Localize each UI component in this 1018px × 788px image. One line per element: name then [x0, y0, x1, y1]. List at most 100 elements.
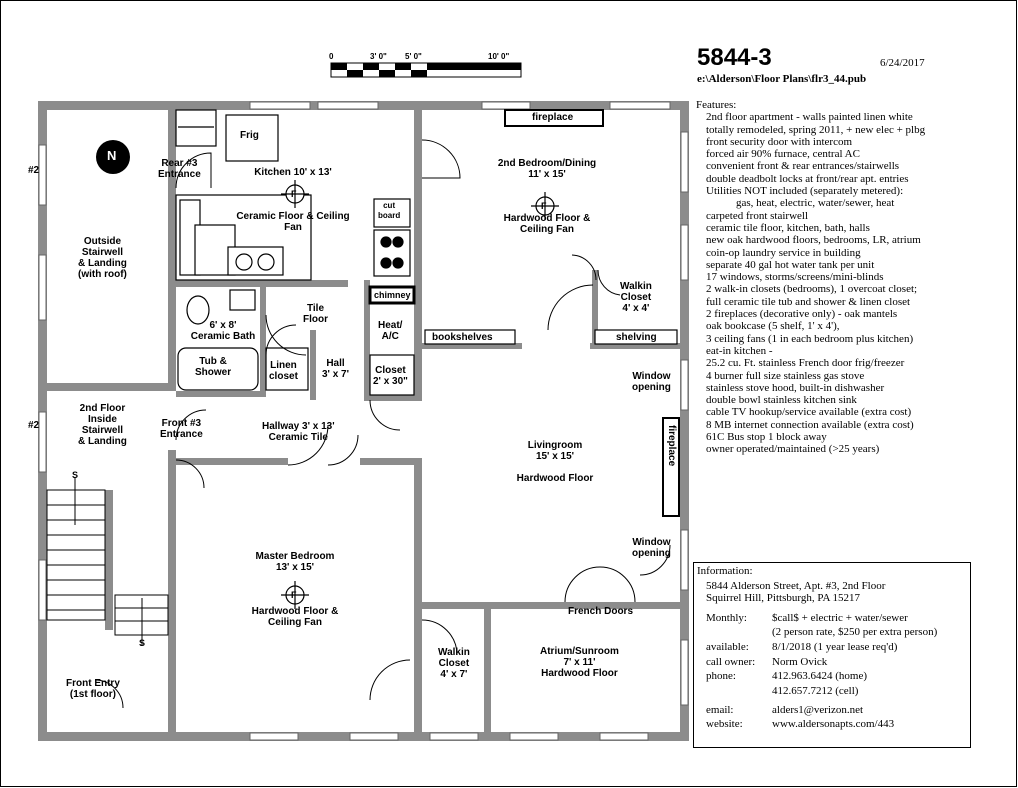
heat-ac-label: Heat/A/C [378, 320, 403, 342]
unit-number-top: #2 [28, 165, 40, 176]
info-value: 412.963.6424 (home) [772, 670, 868, 682]
feature-item: totally remodeled, spring 2011, + new el… [706, 123, 926, 136]
hallway-label: Hallway 3' x 13'Ceramic Tile [262, 421, 335, 443]
counter-top-left [175, 109, 217, 147]
fireplace-side-box [662, 417, 680, 517]
info-value: Norm Ovick [772, 656, 828, 668]
feature-item: convenient front & rear entrances/stairw… [706, 160, 900, 173]
feature-item: 4 burner full size stainless gas stove [706, 369, 865, 382]
fan-letter-kitchen: F [291, 189, 297, 199]
feature-item: 3 ceiling fans (1 in each bedroom plus k… [706, 332, 914, 345]
shelving-label: shelving [616, 332, 657, 343]
fireplace-top-label: fireplace [532, 112, 574, 123]
info-value: (2 person rate, $250 per extra person) [772, 626, 938, 638]
info-value: alders1@verizon.net [772, 704, 864, 716]
feature-item: 25.2 cu. Ft. stainless French door frig/… [706, 357, 905, 370]
toilet [186, 295, 210, 325]
scale-tick-3: 10' 0" [488, 52, 510, 61]
address-line-1: 5844 Alderson Street, Apt. #3, 2nd Floor [706, 580, 886, 592]
feature-item: 2nd floor apartment - walls painted line… [706, 111, 913, 124]
file-path: e:\Alderson\Floor Plans\flr3_44.pub [697, 73, 867, 85]
bath-sink [229, 289, 256, 311]
stove [373, 229, 411, 277]
information-box: Information: 5844 Alderson Street, Apt. … [693, 562, 971, 748]
kitchen-label: Kitchen 10' x 13' Ceramic Floor & Ceilin… [236, 167, 350, 233]
feature-item: 61C Bus stop 1 block away [706, 431, 827, 444]
scale-tick-2: 5' 0" [405, 52, 422, 61]
listing-date: 6/24/2017 [880, 57, 925, 69]
frig-label: Frig [240, 130, 259, 141]
closet-box [369, 354, 415, 396]
info-value: $call$ + electric + water/sewer [772, 612, 908, 624]
stairs [46, 478, 169, 645]
listing-title: 5844-3 [697, 44, 772, 71]
address-line-2: Squirrel Hill, Pittsburgh, PA 15217 [706, 592, 861, 604]
feature-item: 2 fireplaces (decorative only) - oak man… [706, 308, 898, 321]
scale-tick-0: 0 [329, 52, 334, 61]
feature-item: oak bookcase (5 shelf, 1' x 4'), [706, 320, 840, 333]
fan-letter-bedroom: F [541, 201, 547, 211]
info-key: Monthly: [706, 612, 747, 624]
stair-symbol-bottom: S [139, 638, 146, 648]
info-value: 8/1/2018 (1 year lease req'd) [772, 641, 898, 653]
feature-item: double deadbolt locks at front/rear apt.… [706, 172, 909, 185]
features-list: Features: 2nd floor apartment - walls pa… [696, 99, 996, 456]
north-letter: N [107, 148, 117, 163]
feature-item: full ceramic tile tub and shower & linen… [706, 295, 911, 308]
feature-item: owner operated/maintained (>25 years) [706, 443, 880, 456]
feature-item: eat-in kitchen - [706, 344, 773, 357]
feature-item: carpeted front stairwell [706, 209, 809, 222]
frig-box [225, 114, 279, 162]
info-value: 412.657.7212 (cell) [772, 685, 859, 697]
scale-tick-1: 3' 0" [370, 52, 387, 61]
feature-item: coin-op laundry service in building [706, 246, 861, 259]
feature-item: 8 MB internet connection available (extr… [706, 418, 914, 431]
feature-item: separate 40 gal hot water tank per unit [706, 258, 875, 271]
info-key: phone: [706, 670, 736, 682]
info-key: website: [706, 718, 743, 730]
fireplace-top-box [504, 109, 604, 127]
feature-item: 2 walk-in closets (bedrooms), 1 overcoat… [706, 283, 918, 296]
info-key: email: [706, 704, 734, 716]
feature-item: front security door with intercom [706, 135, 853, 148]
feature-item: gas, heat, electric, water/sewer, heat [736, 197, 895, 210]
feature-item: cable TV hookup/service available (extra… [706, 406, 912, 419]
unit-number-bottom: #2 [28, 420, 40, 431]
info-key: available: [706, 641, 749, 653]
feature-item: stainless stove hood, built-in dishwashe… [706, 381, 885, 394]
feature-item: 17 windows, storms/screens/mini-blinds [706, 271, 884, 284]
information-heading: Information: [697, 565, 753, 577]
features-heading: Features: [696, 99, 737, 111]
scale-bar [330, 62, 522, 78]
fireplace-side-label: fireplace [666, 425, 677, 467]
shelving-box [594, 329, 678, 345]
front-entry-label: Front Entry(1st floor) [66, 678, 120, 700]
bookshelves-label: bookshelves [432, 332, 493, 343]
feature-item: ceramic tile floor, kitchen, bath, halls [706, 221, 870, 234]
stair-symbol-top: S [72, 470, 79, 480]
feature-item: double bowl stainless kitchen sink [706, 394, 857, 407]
info-key: call owner: [706, 656, 756, 668]
chimney-box [368, 285, 416, 305]
chimney-label: chimney [374, 290, 411, 300]
ceiling-fan-symbols [281, 180, 559, 609]
tub [177, 347, 259, 391]
cut-board-box [373, 198, 411, 228]
north-arrow-icon [96, 140, 130, 174]
